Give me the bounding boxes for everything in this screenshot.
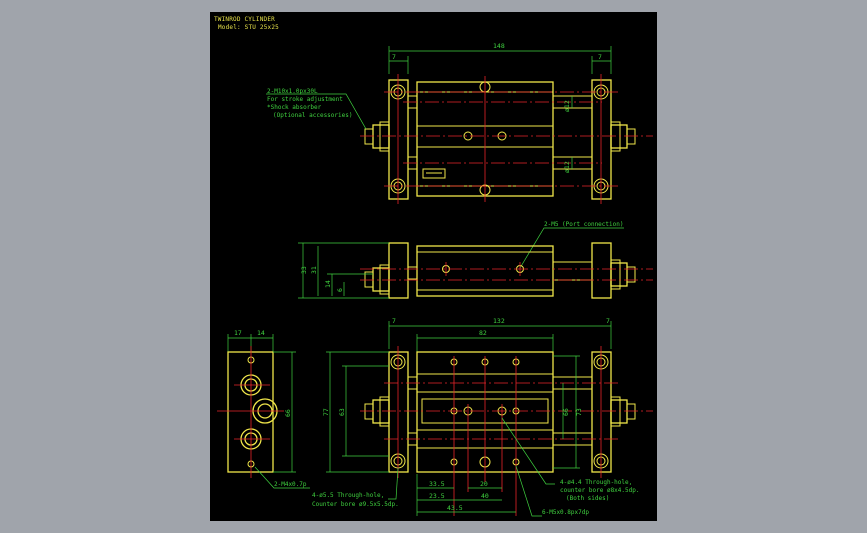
- dim-side-33: 33: [300, 266, 308, 274]
- drawing-model: Model: STU 25x25: [218, 24, 279, 31]
- note-through2-1: 4-ø4.4 Through-hole,: [560, 479, 632, 486]
- dim-side-14: 14: [324, 280, 332, 288]
- dim-phi-top: ø12: [563, 100, 571, 112]
- dim-bottom-132: 132: [493, 317, 505, 325]
- drawing-title: TWINROD CYLINDER: [214, 16, 275, 23]
- side-view: 33 31 14 6: [298, 242, 653, 299]
- note-through2-2: counter bore ø8x4.5dp.: [560, 487, 639, 494]
- dim-top-148: 148: [493, 42, 505, 50]
- dim-end-14: 14: [257, 329, 265, 337]
- note-through-1: 4-ø5.5 Through-hole,: [312, 492, 384, 499]
- dim-bottom-40: 40: [481, 492, 489, 500]
- note-through-2: Counter bore ø9.5x5.5dp.: [312, 501, 399, 508]
- note-port: 2-M5 (Port connection): [544, 221, 623, 228]
- note-through2-3: (Both sides): [566, 495, 609, 502]
- dim-top-7-right: 7: [598, 53, 602, 61]
- dim-bottom-73: 73: [575, 408, 583, 416]
- dim-bottom-63: 63: [338, 408, 346, 416]
- note-adjust-3: *Shock absorber: [267, 104, 322, 111]
- drawing-canvas[interactable]: TWINROD CYLINDER Model: STU 25x25 .o{fil…: [210, 12, 657, 521]
- note-adjust-2: For stroke adjustment: [267, 96, 343, 103]
- dim-bottom-66: 66: [562, 408, 570, 416]
- dim-bottom-7-left: 7: [392, 317, 396, 325]
- note-adjust-1: 2-M10x1.0px30L: [267, 88, 318, 95]
- note-tap: 2-M4x0.7p: [274, 481, 307, 488]
- cad-drawing: .o{fill:none;stroke:#f0e64a;stroke-width…: [217, 42, 653, 517]
- dim-side-6: 6: [336, 288, 344, 292]
- top-view: 148 7 7: [266, 42, 653, 269]
- end-view: 17 14 66 2-M4x0.7p: [217, 329, 310, 489]
- dim-bottom-7-right: 7: [606, 317, 610, 325]
- dim-end-17: 17: [234, 329, 242, 337]
- dim-bottom-77: 77: [322, 408, 330, 416]
- dim-bottom-43-5: 43.5: [447, 504, 463, 512]
- dim-bottom-33-5: 33.5: [429, 480, 445, 488]
- dim-top-7-left: 7: [392, 53, 396, 61]
- dim-side-31: 31: [310, 266, 318, 274]
- dim-phi-bottom: ø12: [563, 161, 571, 173]
- dim-end-66: 66: [284, 409, 292, 417]
- note-m5: 6-M5x0.8px7dp: [542, 509, 589, 516]
- note-adjust-4: (Optional accessories): [273, 112, 352, 119]
- bottom-view: 132 7 7 82: [312, 317, 653, 517]
- dim-bottom-20: 20: [480, 480, 488, 488]
- dim-bottom-23-5: 23.5: [429, 492, 445, 500]
- dim-bottom-82: 82: [479, 329, 487, 337]
